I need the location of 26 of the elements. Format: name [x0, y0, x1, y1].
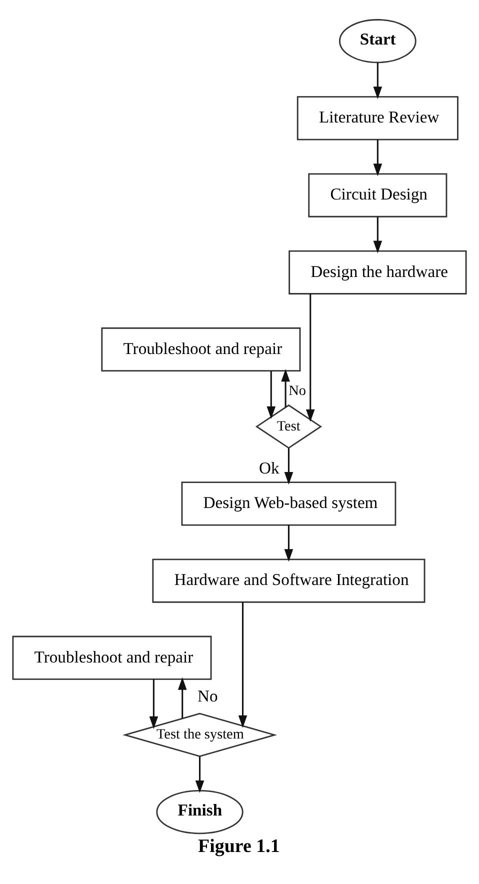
node-box: Troubleshoot and repair: [12, 636, 212, 680]
node-box: Hardware and Software Integration: [152, 558, 426, 603]
node-ellipse: Finish: [156, 790, 244, 834]
node-box: Circuit Design: [308, 173, 448, 218]
arrow: [238, 602, 248, 728]
edge-label: No: [198, 686, 218, 706]
arrow: [195, 756, 204, 794]
arrow: [281, 369, 290, 408]
edge-label: No: [288, 383, 306, 400]
arrow: [373, 216, 382, 254]
edge-label: Ok: [259, 458, 280, 478]
arrow: [149, 679, 158, 729]
node-box: Design Web-based system: [181, 482, 396, 526]
arrow: [373, 140, 382, 176]
node-box: Troubleshoot and repair: [101, 327, 301, 372]
arrow: [178, 677, 187, 718]
arrow: [266, 370, 276, 420]
caption: Figure 1.1: [198, 836, 280, 858]
arrow: [284, 525, 294, 562]
node-diamond: Test the system: [122, 712, 278, 758]
node-box: Literature Review: [296, 96, 458, 140]
arrow: [306, 294, 315, 422]
node-ellipse: Start: [339, 19, 416, 64]
arrow: [373, 62, 382, 100]
arrow: [284, 448, 294, 485]
node-box: Design the hardware: [288, 250, 467, 294]
